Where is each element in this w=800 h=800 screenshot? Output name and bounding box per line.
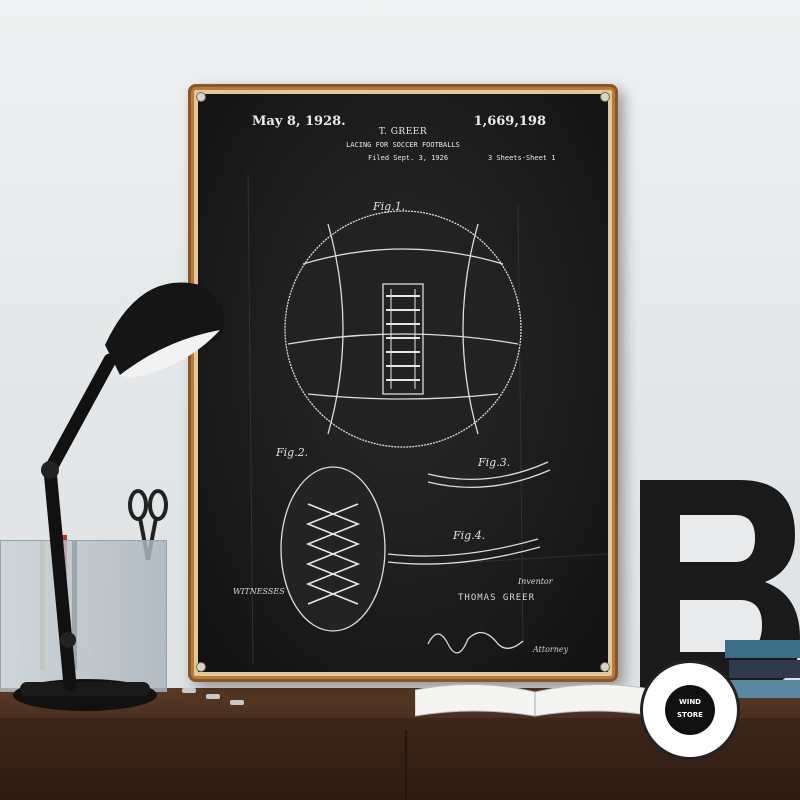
poster-rivet — [196, 662, 206, 672]
poster-rivet — [600, 662, 610, 672]
attorney-signature — [427, 632, 524, 654]
fig2-label: Fig.2. — [275, 446, 308, 459]
patent-sheet-info: 3 Sheets-Sheet 1 — [488, 154, 556, 162]
poster-rivet — [196, 92, 206, 102]
patent-poster: May 8, 1928. 1,669,198 T. GREER LACING F… — [188, 84, 618, 682]
stamp-line1: WIND — [679, 698, 701, 706]
witnesses-label: WITNESSES — [233, 587, 285, 596]
patent-title: LACING FOR SOCCER FOOTBALLS — [346, 141, 460, 149]
patent-drawing: Fig.1. Fig.2. Fig.3. Fig.4. — [233, 173, 609, 665]
inventor-name: THOMAS GREER — [458, 593, 535, 603]
stacked-books — [725, 640, 800, 698]
patent-inventor-heading: T. GREER — [378, 127, 428, 137]
stamp-line2: STORE — [677, 711, 703, 719]
drawer-divider — [405, 730, 407, 800]
patent-filed-date: Filed Sept. 3, 1926 — [368, 154, 449, 162]
poster-rust-border — [188, 84, 618, 682]
stationery-holder — [0, 540, 167, 692]
stamp-center: WIND STORE — [665, 685, 715, 735]
fig3-label: Fig.3. — [477, 456, 510, 469]
decor-letter-b — [640, 480, 800, 690]
poster-rivet — [600, 92, 610, 102]
fig4-label: Fig.4. — [452, 529, 485, 542]
patent-number: 1,669,198 — [473, 114, 546, 129]
open-notebook — [415, 684, 655, 717]
store-logo-stamp: WIND STORE — [640, 660, 740, 760]
patent-date: May 8, 1928. — [252, 114, 346, 129]
attorney-label: Attorney — [532, 645, 569, 654]
fig1-label: Fig.1. — [372, 200, 405, 213]
inventor-label: Inventor — [517, 577, 554, 586]
